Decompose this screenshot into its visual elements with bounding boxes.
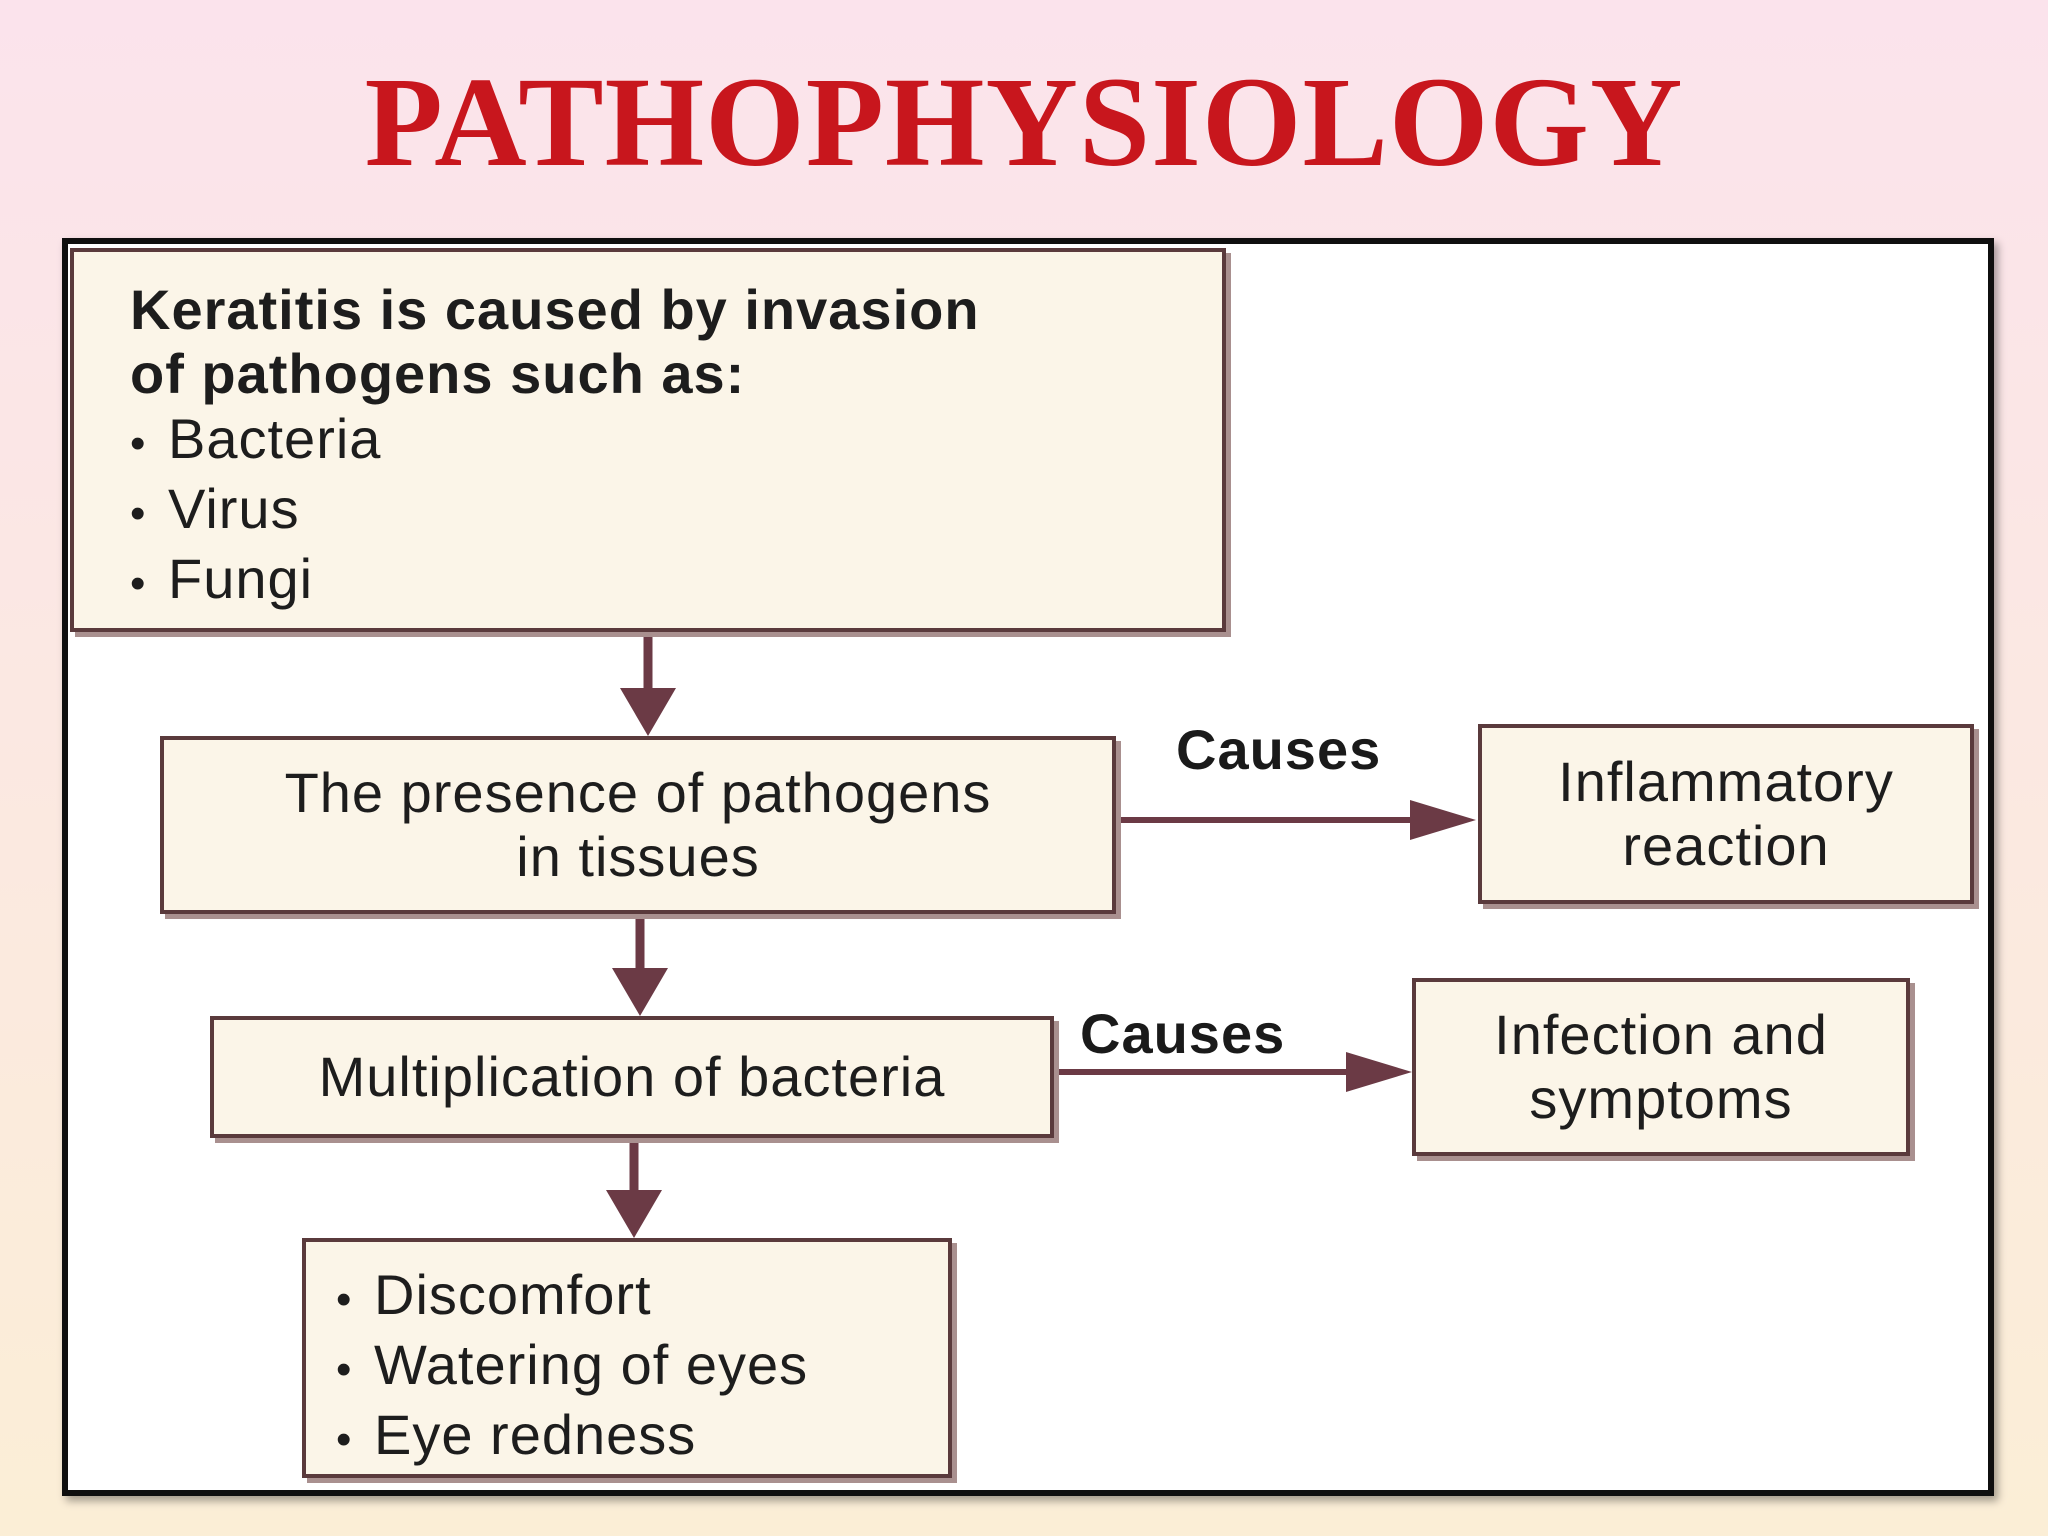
multiplication-box: Multiplication of bacteria [210, 1016, 1054, 1138]
arrowhead-multiplication-to-infection [1346, 1052, 1412, 1092]
infection-box: Infection and symptoms [1412, 978, 1910, 1156]
edge-label-causes: Causes [1176, 718, 1382, 781]
bullet-icon: • [336, 1415, 353, 1464]
inflammatory-line1: Inflammatory [1558, 750, 1894, 813]
list-item: •Bacteria [130, 406, 1222, 476]
presence-line2: in tissues [516, 825, 760, 888]
cause-box: Keratitis is caused by invasion of patho… [70, 248, 1226, 632]
list-item: •Watering of eyes [336, 1332, 948, 1402]
bullet-icon: • [130, 559, 147, 608]
list-item: •Virus [130, 476, 1222, 546]
arrowhead-presence-to-inflammatory [1410, 800, 1476, 840]
list-item: •Fungi [130, 546, 1222, 616]
presence-line1: The presence of pathogens [284, 761, 992, 824]
inflammatory-line2: reaction [1622, 814, 1830, 877]
multiplication-text: Multiplication of bacteria [318, 1045, 946, 1108]
bullet-icon: • [336, 1345, 353, 1394]
presence-box: The presence of pathogens in tissues [160, 736, 1116, 914]
arrowhead-presence-to-multiplication [612, 968, 668, 1016]
bullet-icon: • [130, 489, 147, 538]
inflammatory-box: Inflammatory reaction [1478, 724, 1974, 904]
cause-heading-line1: Keratitis is caused by invasion [130, 278, 980, 341]
arrowhead-cause-to-presence [620, 688, 676, 736]
cause-heading-line2: of pathogens such as: [130, 342, 746, 405]
page-title: PATHOPHYSIOLOGY [364, 51, 1684, 193]
edge-label-causes: Causes [1080, 1002, 1286, 1065]
arrowhead-multiplication-to-symptoms [606, 1190, 662, 1238]
symptom-list: •Discomfort •Watering of eyes •Eye redne… [336, 1262, 948, 1472]
bullet-icon: • [336, 1275, 353, 1324]
list-item: •Eye redness [336, 1402, 948, 1472]
infection-line2: symptoms [1529, 1067, 1793, 1130]
pathogen-list: •Bacteria •Virus •Fungi [130, 406, 1222, 616]
list-item: •Discomfort [336, 1262, 948, 1332]
symptoms-box: •Discomfort •Watering of eyes •Eye redne… [302, 1238, 952, 1478]
bullet-icon: • [130, 419, 147, 468]
infection-line1: Infection and [1494, 1003, 1828, 1066]
